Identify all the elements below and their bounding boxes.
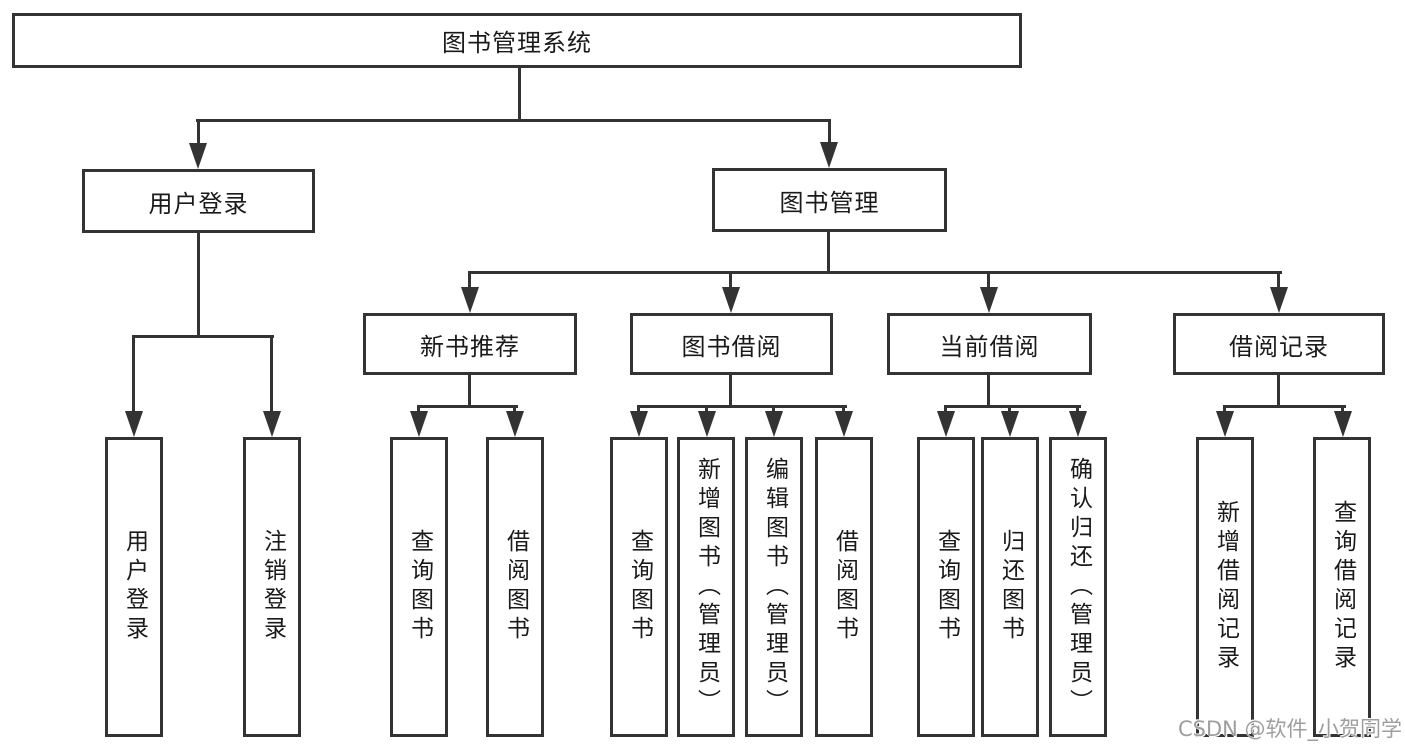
node-label: 新书推荐: [420, 332, 520, 361]
connector-line: [270, 335, 273, 411]
arrow-down-icon: [980, 287, 998, 313]
leaf-add-borrow-record: 新增借阅记录: [1196, 437, 1254, 737]
node-label: 图书管理系统: [442, 29, 592, 57]
leaf-add-book-admin: 新增图书（管理员）: [677, 437, 735, 737]
connector-line: [1076, 405, 1079, 411]
leaf-borrow-books-recommend: 借阅图书: [486, 437, 544, 737]
connector-line: [1277, 375, 1280, 407]
connector-line: [987, 271, 990, 287]
node-label: 查询图书: [626, 529, 653, 645]
node-label: 查询图书: [933, 529, 960, 645]
arrow-down-icon: [461, 287, 479, 313]
node-label: 借阅图书: [831, 529, 858, 645]
arrow-down-icon: [835, 411, 853, 437]
node-label: 当前借阅: [939, 332, 1040, 361]
leaf-query-books-recommend: 查询图书: [390, 437, 448, 737]
node-book-management: 图书管理: [712, 168, 947, 232]
connector-line: [729, 271, 732, 287]
node-label: 新增图书（管理员）: [693, 456, 720, 718]
leaf-query-borrow-record: 查询借阅记录: [1313, 437, 1371, 737]
connector-line: [637, 405, 640, 411]
csdn-watermark: CSDN @软件_小贺同学: [1178, 717, 1403, 741]
connector-line: [705, 405, 708, 411]
node-label: 借阅图书: [502, 529, 529, 645]
arrow-down-icon: [1001, 411, 1019, 437]
connector-line: [417, 405, 420, 411]
connector-line: [513, 405, 516, 411]
connector-line: [842, 405, 845, 411]
node-user-login: 用户登录: [82, 169, 315, 233]
node-label: 编辑图书（管理员）: [761, 456, 788, 718]
leaf-edit-book-admin: 编辑图书（管理员）: [745, 437, 803, 737]
arrow-down-icon: [263, 411, 281, 437]
node-label: 用户登录: [148, 189, 249, 218]
connector-line: [944, 405, 1081, 408]
connector-line: [828, 119, 831, 143]
connector-line: [132, 335, 135, 411]
leaf-return-books: 归还图书: [981, 437, 1039, 737]
node-label: 图书管理: [779, 188, 880, 217]
connector-line: [197, 119, 200, 143]
connector-line: [944, 405, 947, 411]
connector-line: [729, 375, 732, 407]
leaf-confirm-return-admin: 确认归还（管理员）: [1049, 437, 1107, 737]
arrow-down-icon: [1334, 411, 1352, 437]
connector-line: [1223, 405, 1346, 408]
node-borrowing-records: 借阅记录: [1173, 313, 1385, 375]
node-book-borrowing: 图书借阅: [630, 313, 833, 375]
leaf-query-books-borrowing: 查询图书: [610, 437, 668, 737]
leaf-query-books-current: 查询图书: [917, 437, 975, 737]
arrow-down-icon: [1069, 411, 1087, 437]
node-label: 新增借阅记录: [1212, 500, 1239, 674]
arrow-down-icon: [1216, 411, 1234, 437]
connector-line: [132, 335, 274, 338]
connector-line: [1277, 271, 1280, 287]
connector-line: [1223, 405, 1226, 411]
connector-line: [1341, 405, 1344, 411]
connector-line: [197, 233, 200, 336]
arrow-down-icon: [410, 411, 428, 437]
arrow-down-icon: [189, 143, 207, 169]
connector-line: [468, 271, 471, 287]
leaf-logout: 注销登录: [243, 437, 301, 737]
leaf-borrow-books-borrowing: 借阅图书: [815, 437, 873, 737]
node-label: 借阅记录: [1229, 332, 1329, 361]
node-label: 注销登录: [259, 529, 286, 645]
connector-line: [637, 405, 847, 408]
connector-line: [468, 271, 1282, 274]
node-label: 归还图书: [997, 529, 1024, 645]
arrow-down-icon: [765, 411, 783, 437]
arrow-down-icon: [722, 287, 740, 313]
connector-line: [987, 375, 990, 407]
arrow-down-icon: [506, 411, 524, 437]
arrow-down-icon: [820, 142, 838, 168]
node-new-book-recommendation: 新书推荐: [363, 313, 577, 375]
connector-line: [1008, 405, 1011, 411]
node-label: 查询借阅记录: [1329, 500, 1356, 674]
connector-line: [196, 119, 831, 122]
arrow-down-icon: [630, 411, 648, 437]
node-library-management-system: 图书管理系统: [12, 13, 1022, 68]
connector-line: [468, 375, 471, 407]
node-label: 确认归还（管理员）: [1065, 456, 1092, 718]
connector-line: [518, 68, 521, 120]
connector-line: [417, 405, 518, 408]
connector-line: [772, 405, 775, 411]
node-label: 用户登录: [121, 529, 148, 645]
node-label: 查询图书: [406, 529, 433, 645]
arrow-down-icon: [698, 411, 716, 437]
connector-line: [827, 232, 830, 273]
node-current-borrowing: 当前借阅: [887, 313, 1092, 375]
leaf-user-login: 用户登录: [105, 437, 163, 737]
arrow-down-icon: [1270, 287, 1288, 313]
arrow-down-icon: [937, 411, 955, 437]
arrow-down-icon: [125, 411, 143, 437]
node-label: 图书借阅: [681, 332, 782, 361]
